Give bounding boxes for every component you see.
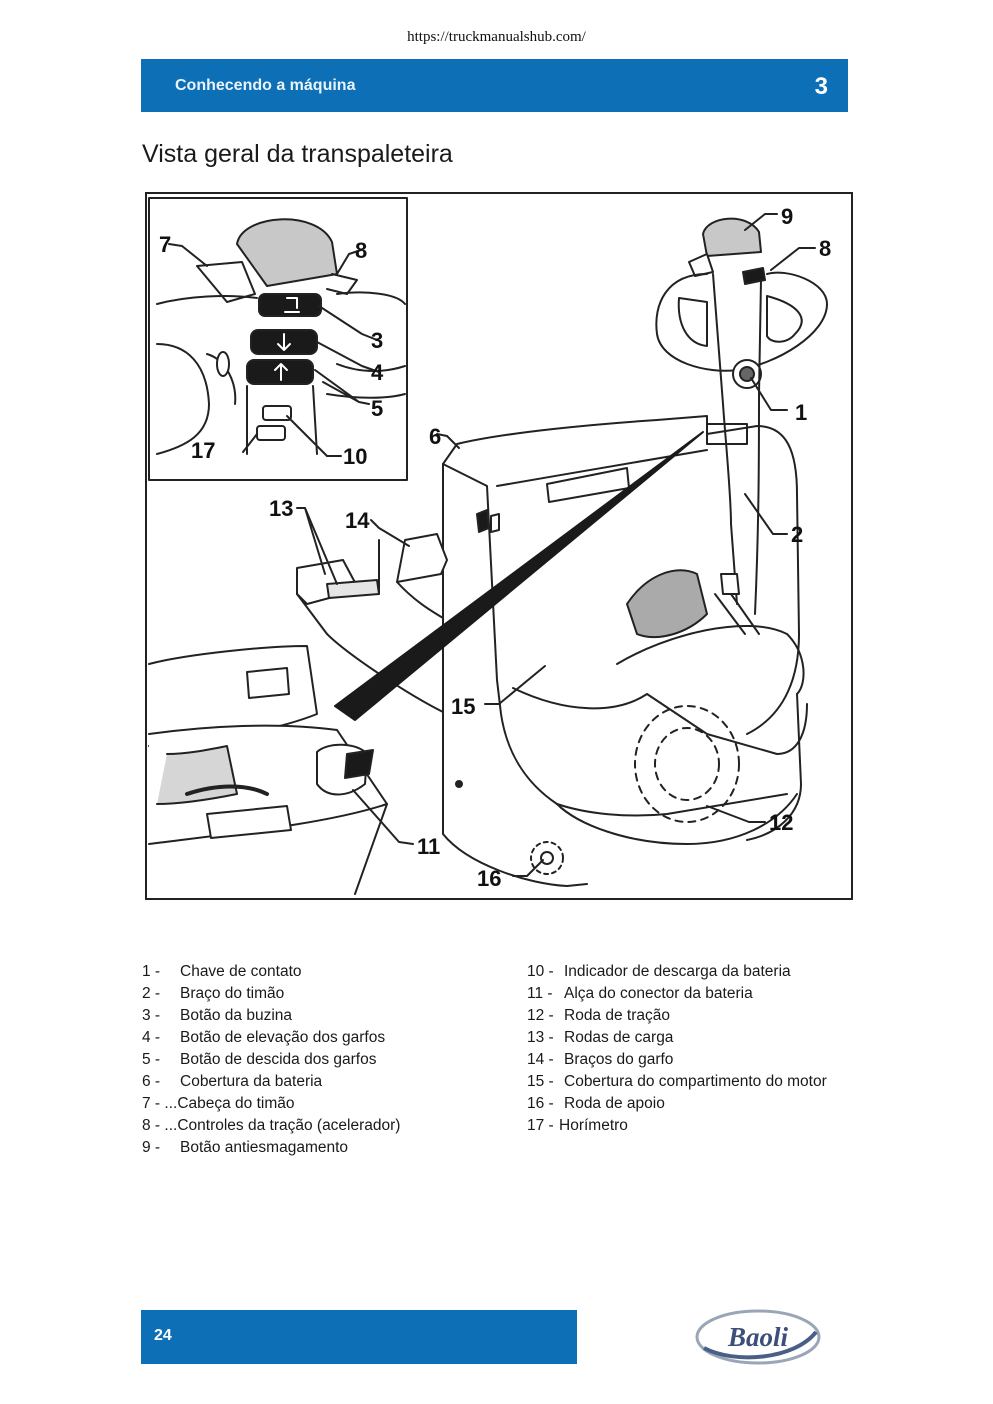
legend-number: 9 - — [142, 1139, 161, 1156]
legend-item: 12 - Roda de tração — [527, 1005, 857, 1027]
legend-label: Botão antiesmagamento — [180, 1139, 349, 1156]
legend-number: 12 - — [527, 1007, 554, 1024]
legend-number: 4 - — [142, 1029, 161, 1046]
legend-label: Botão de elevação dos garfos — [180, 1029, 386, 1046]
legend-label: Roda de tração — [564, 1007, 670, 1024]
legend-left-column: 1 - Chave de contato 2 - Braço do timão 3 … — [142, 961, 512, 1159]
legend-label: Rodas de carga — [564, 1029, 674, 1046]
legend-item: 7 - ...Cabeça do timão — [142, 1093, 512, 1115]
legend-number: 8 - ... — [142, 1117, 178, 1134]
legend-number: 13 - — [527, 1029, 554, 1046]
legend-number: 14 - — [527, 1051, 554, 1068]
callout-17: 17 — [191, 438, 215, 463]
logo-text: Baoli — [727, 1322, 789, 1352]
legend-item: 9 - Botão antiesmagamento — [142, 1137, 512, 1159]
legend-number: 5 - — [142, 1051, 161, 1068]
callout-15: 15 — [451, 694, 475, 719]
legend-label: Botão de descida dos garfos — [180, 1051, 377, 1068]
legend-item: 2 - Braço do timão — [142, 983, 512, 1005]
source-url: https://truckmanualshub.com/ — [407, 29, 586, 45]
callout-2: 2 — [791, 522, 803, 547]
chapter-title: Conhecendo a máquina — [175, 77, 356, 94]
callout-8-right: 8 — [355, 238, 367, 263]
legend-item: 17 - Horímetro — [527, 1115, 857, 1137]
legend-label: Controles da tração (acelerador) — [177, 1117, 401, 1134]
legend-label: Cobertura do compartimento do motor — [564, 1073, 827, 1090]
legend-label: Alça do conector da bateria — [564, 985, 753, 1002]
legend-item: 8 - ...Controles da tração (acelerador) — [142, 1115, 512, 1137]
chapter-header: Conhecendo a máquina 3 — [141, 59, 848, 112]
callout-3: 3 — [371, 328, 383, 353]
legend-label: Braço do timão — [180, 985, 285, 1002]
legend-number: 6 - — [142, 1073, 161, 1090]
legend-number: 10 - — [527, 963, 554, 980]
legend-label: Cobertura da bateria — [180, 1073, 323, 1090]
callout-5: 5 — [371, 396, 383, 421]
legend-number: 16 - — [527, 1095, 554, 1112]
legend-item: 15 - Cobertura do compartimento do motor — [527, 1071, 857, 1093]
legend-item: 14 - Braços do garfo — [527, 1049, 857, 1071]
chapter-number: 3 — [814, 73, 828, 100]
legend-item: 13 - Rodas de carga — [527, 1027, 857, 1049]
legend-item: 4 - Botão de elevação dos garfos — [142, 1027, 512, 1049]
legend-label: Chave de contato — [180, 963, 302, 980]
legend-label: Cabeça do timão — [177, 1095, 295, 1112]
legend-label: Indicador de descarga da bateria — [564, 963, 791, 980]
legend-number: 2 - — [142, 985, 161, 1002]
callout-9: 9 — [781, 204, 793, 229]
pallet-truck-diagram: 7 8 3 4 5 17 10 9 8 1 2 6 13 14 15 11 12… — [145, 192, 853, 900]
legend-label: Horímetro — [559, 1117, 628, 1134]
legend-number: 15 - — [527, 1073, 554, 1090]
callout-7: 8 — [819, 236, 831, 261]
diagram-svg: 7 8 3 4 5 17 10 9 8 1 2 6 13 14 15 11 12… — [148, 197, 831, 895]
legend-item: 16 - Roda de apoio — [527, 1093, 857, 1115]
callout-16: 16 — [477, 866, 501, 891]
callout-6: 6 — [429, 424, 441, 449]
page-title: Vista geral da transpaleteira — [142, 140, 453, 168]
legend-number: 1 - — [142, 963, 161, 980]
legend-number: 3 - — [142, 1007, 161, 1024]
baoli-logo: Baoli — [694, 1308, 822, 1366]
page-number: 24 — [154, 1327, 172, 1344]
callout-11: 11 — [417, 834, 440, 859]
callout-8-left: 7 — [159, 232, 171, 257]
callout-14: 14 — [345, 508, 370, 533]
legend-label: Botão da buzina — [180, 1007, 293, 1024]
callout-13: 13 — [269, 496, 293, 521]
callout-10: 10 — [343, 444, 367, 469]
footer-bar: 24 — [141, 1310, 577, 1364]
callout-1: 1 — [795, 400, 807, 425]
callout-4: 4 — [371, 360, 384, 385]
legend-item: 11 - Alça do conector da bateria — [527, 983, 857, 1005]
legend-number: 11 - — [527, 985, 553, 1002]
legend-item: 6 - Cobertura da bateria — [142, 1071, 512, 1093]
legend-label: Roda de apoio — [564, 1095, 665, 1112]
legend-item: 1 - Chave de contato — [142, 961, 512, 983]
legend-item: 3 - Botão da buzina — [142, 1005, 512, 1027]
legend-number: 7 - ... — [142, 1095, 178, 1112]
callout-12: 12 — [769, 810, 793, 835]
legend-item: 5 - Botão de descida dos garfos — [142, 1049, 512, 1071]
legend-item: 10 - Indicador de descarga da bateria — [527, 961, 857, 983]
legend-label: Braços do garfo — [564, 1051, 674, 1068]
legend-number: 17 - — [527, 1117, 554, 1134]
legend-right-column: 10 - Indicador de descarga da bateria 11 … — [527, 961, 857, 1137]
